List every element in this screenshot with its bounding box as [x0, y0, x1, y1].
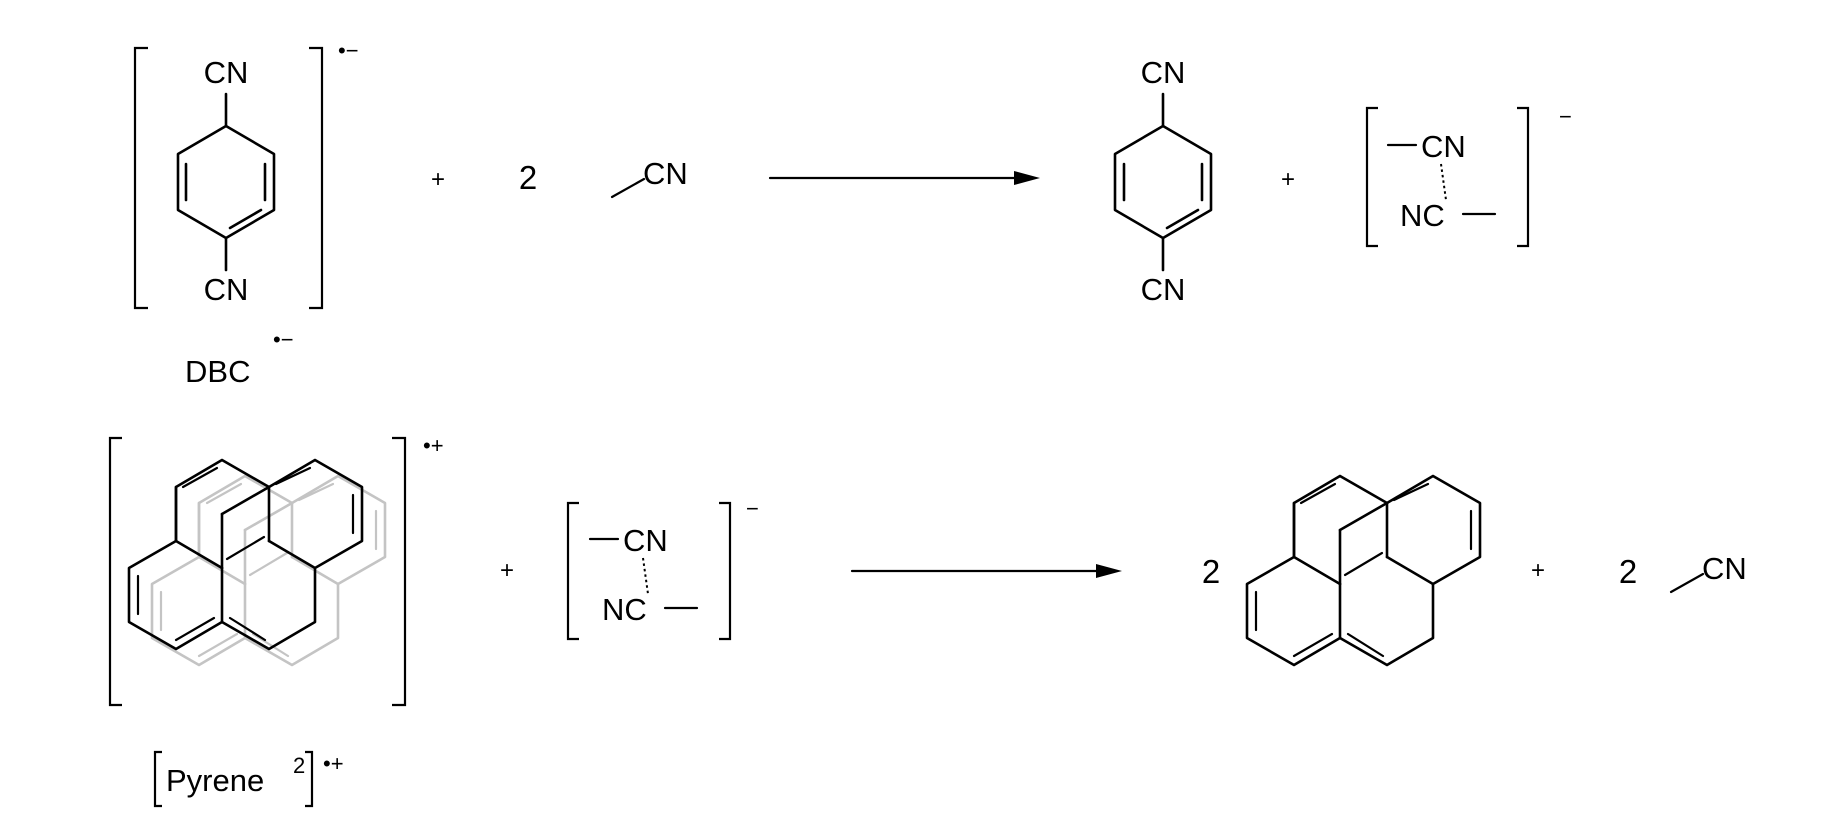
- bottom-nc-label: NC: [1400, 198, 1445, 233]
- top-cn-label: CN: [1421, 129, 1466, 164]
- acetonitrile-dimer-anion: CN NC −: [1365, 104, 1572, 248]
- left-bracket: [108, 436, 122, 707]
- dbc-radical-anion: CN CN •− DBC •−: [133, 38, 359, 389]
- name-superscript: 2: [293, 753, 305, 778]
- pyrene-product: [1245, 474, 1482, 667]
- bottom-nc-label: NC: [602, 592, 647, 627]
- dbc-name-label: DBC: [185, 354, 250, 389]
- right-bracket: [719, 501, 732, 641]
- plus-sign: +: [431, 166, 445, 193]
- dashed-interaction: [642, 557, 649, 595]
- top-cn-label: CN: [204, 55, 249, 90]
- plus-sign: +: [1531, 557, 1545, 584]
- dbc-name-charge: •−: [273, 327, 294, 352]
- left-bracket: [133, 46, 148, 310]
- name-label: Pyrene: [166, 763, 264, 798]
- dashed-interaction: [1440, 163, 1447, 201]
- top-cn-label: CN: [623, 523, 668, 558]
- pyrene-dimer-name: Pyrene 2 •+: [153, 750, 344, 808]
- reaction-arrow: [768, 171, 1040, 185]
- plus-sign: +: [500, 557, 514, 584]
- bracket-charge: •−: [338, 38, 359, 63]
- name-charge: •+: [323, 751, 344, 776]
- name-right-bracket: [305, 750, 314, 808]
- bottom-cn-label: CN: [204, 272, 249, 307]
- benzene-ring: [1113, 124, 1213, 240]
- bracket-charge: •+: [423, 433, 444, 458]
- bracket-charge: −: [1559, 104, 1572, 129]
- svg-text:CN: CN: [1702, 551, 1747, 586]
- top-cn-label: CN: [1141, 55, 1186, 90]
- coefficient: 2: [1202, 553, 1220, 590]
- left-bracket: [1365, 106, 1378, 248]
- coefficient: 2: [1619, 553, 1637, 590]
- svg-text:CN: CN: [643, 156, 688, 191]
- dbc-neutral: CN CN: [1113, 55, 1213, 307]
- bottom-cn-label: CN: [1141, 272, 1186, 307]
- bracket-charge: −: [746, 496, 759, 521]
- acetonitrile: CN: [610, 156, 688, 199]
- left-bracket: [566, 501, 579, 641]
- name-left-bracket: [153, 750, 162, 808]
- acetonitrile-dimer-anion: CN NC −: [566, 496, 759, 641]
- front-pyrene: [127, 458, 364, 651]
- right-bracket: [1517, 106, 1530, 248]
- right-bracket: [392, 436, 407, 707]
- pyrene-dimer-radical-cation: •+ Pyrene 2 •+: [108, 433, 444, 808]
- coefficient: 2: [519, 159, 537, 196]
- acetonitrile: CN: [1669, 551, 1747, 594]
- benzene-ring: [176, 124, 276, 240]
- plus-sign: +: [1281, 166, 1295, 193]
- reaction-arrow: [850, 564, 1122, 578]
- right-bracket: [309, 46, 324, 310]
